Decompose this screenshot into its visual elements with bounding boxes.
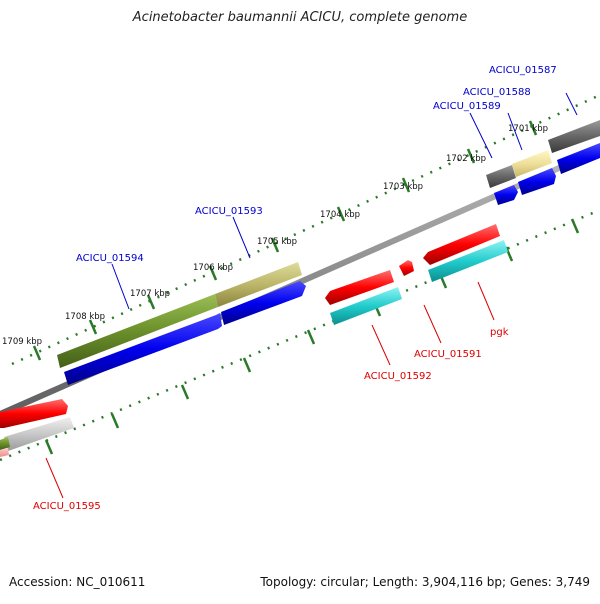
leader-lines: [45, 92, 578, 499]
topology-text: Topology: circular; Length: 3,904,116 bp…: [260, 575, 590, 589]
label-pgk[interactable]: pgk: [490, 327, 509, 338]
kbp-label: 1705 kbp: [257, 237, 297, 247]
feature-khaki-bar: [215, 262, 302, 307]
kbp-label: 1703 kbp: [383, 182, 423, 192]
gene-acicu-01595-red[interactable]: [0, 399, 68, 428]
label-acicu-01592[interactable]: ACICU_01592: [364, 371, 432, 382]
label-acicu-01591[interactable]: ACICU_01591: [414, 349, 482, 360]
reverse-major-ticks: [44, 218, 580, 455]
feature-pale-yellow: [512, 150, 552, 177]
kbp-label: 1704 kbp: [320, 210, 360, 220]
accession-text: Accession: NC_010611: [9, 575, 146, 589]
feature-cyan-01592: [330, 287, 402, 325]
kbp-label: 1701 kbp: [508, 124, 548, 134]
kbp-label: 1707 kbp: [130, 289, 170, 299]
label-acicu-01593[interactable]: ACICU_01593: [195, 206, 263, 217]
feature-olive-fragment: [0, 437, 10, 450]
feature-olive-bar: [57, 294, 218, 368]
kbp-label: 1708 kbp: [65, 312, 105, 322]
forward-ruler-line: [11, 93, 600, 366]
gene-acicu-01591[interactable]: [399, 260, 414, 276]
feature-light-gray: [4, 417, 74, 451]
gene-pgk[interactable]: [423, 224, 500, 265]
kbp-label: 1709 kbp: [2, 337, 42, 347]
feature-dark-gray-2: [548, 120, 600, 153]
label-acicu-01595[interactable]: ACICU_01595: [33, 501, 101, 512]
gene-acicu-01592[interactable]: [325, 270, 394, 305]
gene-acicu-01593[interactable]: [221, 281, 306, 325]
feature-pink-fragment: [0, 448, 9, 457]
map-title: Acinetobacter baumannii ACICU, complete …: [132, 10, 468, 25]
label-acicu-01594[interactable]: ACICU_01594: [76, 253, 144, 264]
forward-major-ticks: [32, 120, 538, 361]
reverse-ruler-line: [0, 208, 600, 462]
gene-acicu-01588[interactable]: [518, 168, 556, 195]
gene-acicu-01587[interactable]: [557, 143, 600, 174]
gene-acicu-01589[interactable]: [494, 185, 518, 205]
gene-acicu-01594[interactable]: [64, 313, 222, 385]
kbp-label: 1706 kbp: [193, 263, 233, 273]
label-acicu-01588[interactable]: ACICU_01588: [463, 87, 531, 98]
kbp-label: 1702 kbp: [446, 154, 486, 164]
feature-dark-gray-1: [486, 165, 516, 188]
feature-cyan-pgk: [428, 240, 508, 282]
label-acicu-01589[interactable]: ACICU_01589: [433, 101, 501, 112]
label-acicu-01587[interactable]: ACICU_01587: [489, 65, 557, 76]
